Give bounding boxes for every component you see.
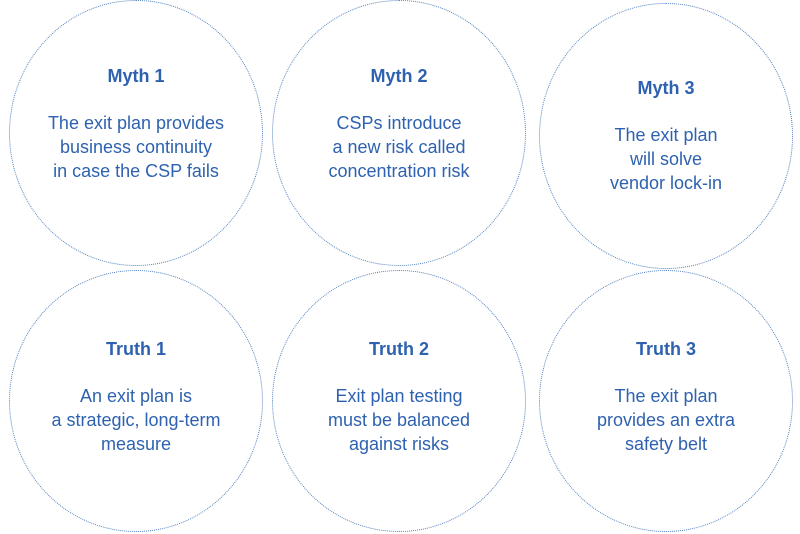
myth-3-title: Myth 3 xyxy=(637,78,695,98)
myth-2-circle: Myth 2 CSPs introduce a new risk called … xyxy=(272,0,526,266)
myth-1-circle: Myth 1 The exit plan provides business c… xyxy=(9,0,263,266)
myth-3-text: The exit plan will solve vendor lock-in xyxy=(609,125,723,193)
truth-3-text: The exit plan provides an extra safety b… xyxy=(596,386,736,454)
myth-1-title: Myth 1 xyxy=(107,66,165,86)
truth-2-circle: Truth 2 Exit plan testing must be balanc… xyxy=(272,270,526,532)
myth-2-title: Myth 2 xyxy=(370,66,428,86)
truth-1-title: Truth 1 xyxy=(105,339,166,359)
truth-1-text: An exit plan is a strategic, long-term m… xyxy=(51,386,221,454)
myth-3-circle: Myth 3 The exit plan will solve vendor l… xyxy=(539,3,793,269)
truth-3-title: Truth 3 xyxy=(635,339,696,359)
myth-1-text: The exit plan provides business continui… xyxy=(47,113,225,181)
myth-2-text: CSPs introduce a new risk called concent… xyxy=(328,113,470,181)
truth-2-title: Truth 2 xyxy=(368,339,429,359)
truth-3-circle: Truth 3 The exit plan provides an extra … xyxy=(539,270,793,532)
truth-1-circle: Truth 1 An exit plan is a strategic, lon… xyxy=(9,270,263,532)
truth-2-text: Exit plan testing must be balanced again… xyxy=(327,386,471,454)
